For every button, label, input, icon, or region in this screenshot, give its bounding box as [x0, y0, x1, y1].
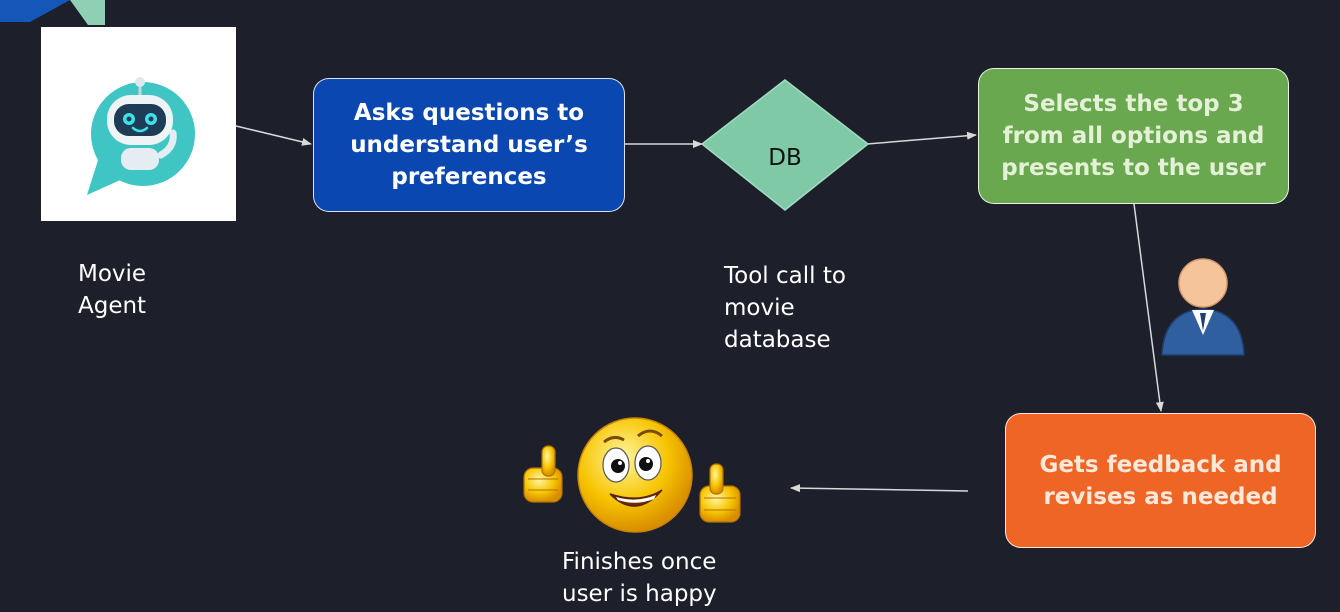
user-avatar-icon	[1161, 258, 1245, 356]
step-ask-questions: Asks questions to understand user’s pref…	[313, 78, 625, 212]
arrow-select-to-feedback	[1133, 203, 1164, 412]
step-select-line: Selects the top 3	[1023, 91, 1244, 117]
step-ask-line: preferences	[391, 164, 547, 190]
finish-caption: Finishes once user is happy	[562, 546, 717, 610]
db-label: DB	[768, 145, 802, 171]
agent-caption-line: Movie	[78, 261, 147, 287]
step-select-top-3: Selects the top 3 from all options and p…	[978, 68, 1289, 204]
thumbs-up-smiley-icon	[523, 417, 741, 533]
db-caption-line: database	[724, 327, 831, 353]
robot-chat-icon	[87, 77, 195, 195]
db-caption: Tool call to movie database	[724, 260, 846, 356]
step-feedback-line: Gets feedback and	[1039, 451, 1282, 478]
step-ask-line: understand user’s	[350, 132, 588, 158]
step-select-line: presents to the user	[1001, 155, 1266, 181]
step-ask-line: Asks questions to	[353, 100, 585, 126]
arrow-db-to-select	[866, 131, 977, 145]
arrow-agent-to-ask	[235, 125, 312, 146]
db-caption-line: Tool call to	[724, 263, 846, 289]
corner-decoration	[0, 0, 105, 25]
agent-caption-line: Agent	[78, 293, 147, 319]
db-caption-line: movie	[724, 295, 795, 321]
agent-caption: Movie Agent	[78, 258, 146, 322]
step-get-feedback: Gets feedback and revises as needed	[1005, 413, 1316, 548]
step-feedback-line: revises as needed	[1043, 483, 1278, 510]
finish-caption-line: Finishes once	[562, 549, 717, 575]
agent-card	[41, 27, 236, 221]
db-diamond	[700, 79, 870, 211]
arrow-feedback-to-finish	[790, 484, 969, 493]
finish-caption-line: user is happy	[562, 581, 717, 607]
step-select-line: from all options and	[1002, 123, 1265, 149]
